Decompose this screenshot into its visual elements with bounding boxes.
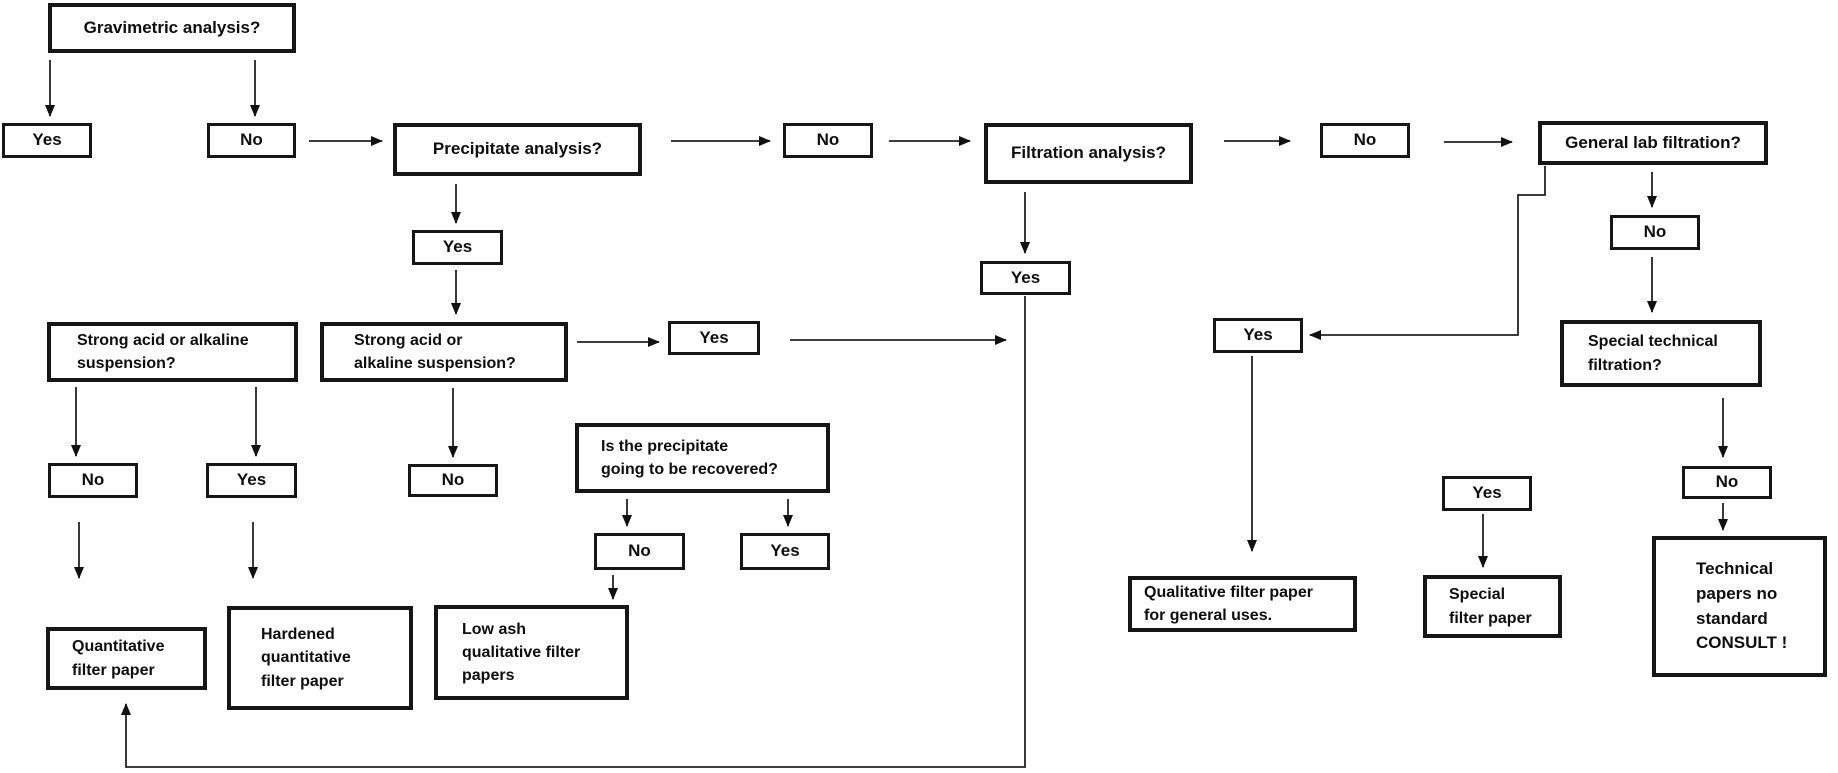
node-label: No [240, 130, 263, 150]
node-label: Yes [770, 541, 800, 561]
node-label: Special technical filtration? [1588, 333, 1718, 374]
node-is-precipitate-recovered: Is the precipitate going to be recovered… [575, 423, 830, 493]
node-yes-recovered: Yes [740, 533, 830, 570]
node-label: Filtration analysis? [1011, 143, 1166, 163]
node-gravimetric-analysis: Gravimetric analysis? [48, 3, 296, 53]
node-yes-precipitate: Yes [412, 230, 503, 265]
node-label: Yes [236, 470, 267, 490]
node-label: No [816, 130, 840, 150]
node-label: Yes [1010, 267, 1041, 287]
node-filtration-analysis: Filtration analysis? [984, 123, 1193, 184]
node-label: Precipitate analysis? [432, 139, 603, 159]
node-label: Qualitative filter paper for general use… [1144, 583, 1313, 624]
node-no-special-technical: No [1682, 466, 1772, 499]
node-label: Special filter paper [1449, 586, 1532, 627]
node-label: No [81, 470, 105, 490]
node-yes-filtration: Yes [980, 261, 1071, 295]
node-label: Technical papers no standard CONSULT ! [1696, 559, 1788, 653]
node-special-filter-paper: Special filter paper [1423, 575, 1562, 638]
node-no-recovered: No [594, 533, 685, 570]
node-technical-papers-consult: Technical papers no standard CONSULT ! [1652, 536, 1827, 677]
node-label: No [1353, 130, 1377, 150]
node-label: No [441, 470, 465, 490]
node-low-ash-qualitative-filter-papers: Low ash qualitative filter papers [434, 605, 629, 700]
node-special-technical-filtration: Special technical filtration? [1560, 320, 1762, 387]
node-label: Strong acid or alkaline suspension? [354, 331, 516, 372]
node-label: General lab filtration? [1565, 132, 1741, 152]
node-strong-acid-suspension-2: Strong acid or alkaline suspension? [320, 322, 568, 382]
node-no-strong-acid-2: No [408, 464, 498, 497]
arrow-general-lab-elbow-to-yes [1309, 166, 1546, 340]
node-strong-acid-suspension-1: Strong acid or alkaline suspension? [47, 322, 298, 382]
node-label: Yes [1243, 325, 1273, 345]
node-yes-general-lab: Yes [1213, 318, 1303, 353]
node-hardened-quantitative-filter-paper: Hardened quantitative filter paper [227, 606, 413, 710]
node-no-after-filtration: No [1320, 123, 1410, 158]
node-label: Yes [442, 237, 473, 257]
node-no-gravimetric: No [207, 123, 296, 158]
node-label: Yes [699, 327, 729, 347]
node-yes-strong-acid-2: Yes [668, 321, 760, 355]
node-label: No [628, 541, 651, 561]
node-yes-gravimetric: Yes [2, 123, 92, 158]
node-yes-special: Yes [1442, 476, 1532, 511]
node-label: Low ash qualitative filter papers [462, 620, 581, 685]
node-no-after-precipitate: No [783, 123, 873, 158]
node-qualitative-filter-paper-general: Qualitative filter paper for general use… [1128, 576, 1357, 632]
node-no-general-lab: No [1610, 215, 1700, 250]
node-label: No [1715, 472, 1739, 492]
node-no-strong-acid-1: No [48, 463, 138, 498]
node-yes-strong-acid-1: Yes [206, 463, 297, 498]
node-label: Strong acid or alkaline suspension? [77, 331, 249, 372]
node-label: Yes [32, 130, 62, 150]
node-general-lab-filtration: General lab filtration? [1538, 121, 1768, 165]
node-label: No [1643, 222, 1667, 242]
node-precipitate-analysis: Precipitate analysis? [393, 123, 642, 176]
node-label: Gravimetric analysis? [83, 17, 261, 37]
node-label: Quantitative filter paper [72, 638, 165, 679]
node-quantitative-filter-paper: Quantitative filter paper [46, 627, 207, 690]
node-label: Is the precipitate going to be recovered… [601, 437, 778, 478]
node-label: Hardened quantitative filter paper [261, 626, 351, 690]
arrow-loop-to-quantitative [121, 296, 1026, 768]
node-label: Yes [1472, 483, 1502, 503]
